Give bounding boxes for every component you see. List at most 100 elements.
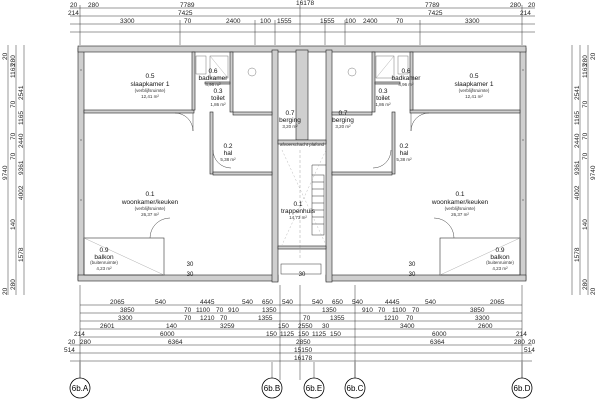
bottom-dim: 540: [282, 299, 293, 306]
right-dim: 2440: [574, 133, 581, 148]
left-dim: 1163: [10, 64, 17, 78]
bottom-dim: 70: [184, 315, 192, 322]
top-dim: 7425: [178, 10, 193, 17]
bottom-dim: 6000: [432, 331, 447, 338]
room-area: 12,41 m²: [141, 94, 159, 99]
bottom-dim: 540: [425, 299, 436, 306]
room-area: 4,23 m²: [96, 266, 112, 271]
room-sub: (verblijfsruimte): [459, 88, 490, 93]
bottom-dim: 910: [362, 307, 373, 314]
room-area: 5,38 m²: [396, 157, 412, 162]
top-dim: 70: [184, 18, 192, 25]
top-dim: 214: [520, 10, 531, 17]
bottom-dim: 650: [332, 299, 343, 306]
right-dim: 1163: [582, 64, 589, 78]
room-name: balkon: [490, 254, 510, 261]
grid-bubble: [69, 377, 91, 399]
bottom-dim: 650: [262, 299, 273, 306]
bottom-dim: 514: [64, 347, 75, 354]
room-name: slaapkamer 1: [454, 81, 493, 88]
room-area: 12,41 m²: [465, 94, 483, 99]
room-number: 0.7: [338, 110, 347, 117]
top-dim: 20: [70, 2, 78, 9]
left-dim: 70: [10, 100, 17, 108]
top-dim: 20: [528, 2, 536, 9]
balconies: [83, 237, 521, 276]
right-dim: 4002: [574, 185, 581, 200]
bottom-dim: 4445: [200, 299, 215, 306]
bottom-dimensions: 2065 540 4445 540 650 540 540 650 540 44…: [64, 285, 536, 380]
top-dim: 70: [396, 18, 404, 25]
bottom-dim: 280: [514, 339, 525, 346]
bottom-dim: 910: [228, 307, 239, 314]
top-dim: 2400: [363, 18, 378, 25]
bottom-dim: 1100: [196, 307, 210, 314]
grid-bubble: [261, 377, 283, 399]
bottom-dim: 150: [298, 331, 309, 338]
left-dim: 70: [10, 132, 17, 140]
room-number: 0.2: [223, 143, 232, 150]
room-area: 4,23 m²: [492, 266, 508, 271]
bottom-dim: 3300: [475, 315, 490, 322]
bottom-dim: 140: [166, 323, 177, 330]
room-name: berging: [332, 117, 354, 124]
bottom-dim: 2065: [110, 299, 125, 306]
room-area: 1,86 m²: [375, 102, 391, 107]
right-dim: 20: [590, 52, 597, 60]
left-dim: 1578: [18, 247, 25, 262]
top-dimensions: 20 280 7789 16178 7789 280 20 214 7425 7…: [68, 0, 536, 45]
left-dim: 4002: [18, 185, 25, 200]
right-dim: 70: [582, 132, 589, 140]
top-dim: 100: [345, 18, 356, 25]
staircase: [280, 149, 327, 275]
right-dim-total: 9740: [590, 165, 597, 180]
bottom-dim: 70: [406, 315, 414, 322]
room-name: hal: [400, 150, 409, 157]
bottom-dim: 540: [155, 299, 166, 306]
bottom-dim: 1210: [200, 315, 215, 322]
room-number: 0.5: [469, 73, 478, 80]
bottom-dim: 70: [220, 315, 228, 322]
level-mark: 30: [299, 272, 306, 278]
room-number: 0.1: [293, 201, 302, 208]
bottom-dim: 20: [528, 339, 536, 346]
left-unit-labels: 0.5 slaapkamer 1 (verblijfsruimte) 12,41…: [90, 68, 301, 271]
bottom-dim: 1350: [322, 307, 337, 314]
bottom-dim: 150: [266, 331, 277, 338]
bottom-dim: 4445: [385, 299, 400, 306]
left-dim: 280: [10, 279, 17, 290]
bottom-dim-total: 16178: [294, 355, 312, 362]
bottom-dim: 2850: [296, 339, 311, 346]
bottom-dim: 20: [68, 339, 76, 346]
room-area: 26,37 m²: [451, 212, 469, 217]
grid-label: 6b.A: [72, 384, 89, 393]
left-dim: 140: [10, 219, 17, 230]
top-dim: 100: [260, 18, 271, 25]
room-sub: (buitenruimte): [486, 260, 514, 265]
grid-label: 6b.B: [264, 384, 280, 393]
left-dim: 20: [2, 52, 9, 60]
bottom-dim: 70: [216, 307, 224, 314]
level-mark: 30: [187, 272, 194, 278]
top-dim: 7789: [425, 2, 440, 9]
bottom-dim: 1355: [330, 315, 345, 322]
left-dim: 280: [10, 55, 17, 66]
top-dim: 3300: [120, 18, 135, 25]
room-area: 14,73 m²: [289, 215, 307, 220]
bottom-dim: 280: [80, 339, 91, 346]
bottom-dim: 514: [524, 347, 535, 354]
room-name: badkamer: [199, 75, 229, 82]
right-dim: 70: [582, 152, 589, 160]
bottom-dim: 540: [242, 299, 253, 306]
right-dim: 2541: [574, 85, 581, 100]
level-marks: 30 30 30 30 30: [187, 262, 416, 278]
bottom-dim: 6364: [430, 339, 445, 346]
centre-labels: afvoerschacht plafond 0.1 trappenhuis 14…: [280, 142, 325, 220]
bottom-dim: 540: [352, 299, 363, 306]
grid-bubble: [511, 377, 533, 399]
bottom-dim: 3850: [120, 307, 135, 314]
room-number: 0.3: [378, 88, 387, 95]
left-dim: 2440: [18, 133, 25, 148]
right-dim: 1165: [574, 111, 581, 125]
